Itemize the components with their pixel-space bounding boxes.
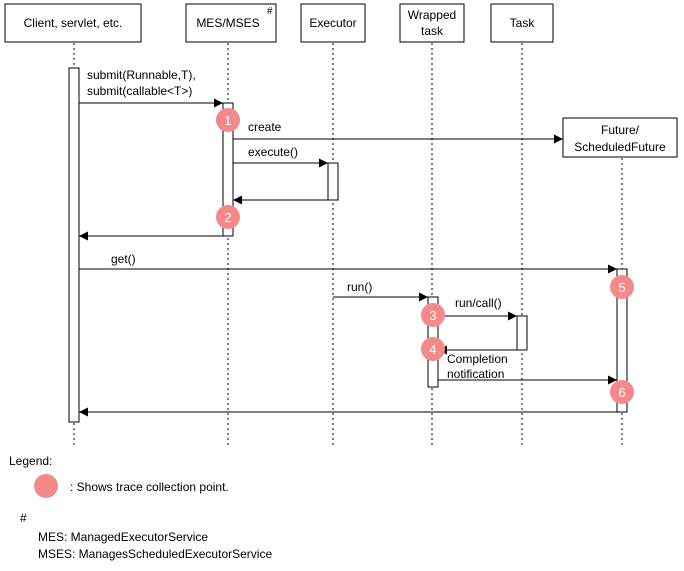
participant-executor-label: Executor bbox=[309, 16, 356, 30]
client-activation bbox=[68, 67, 80, 423]
task-activation bbox=[516, 315, 528, 351]
participant-mes-mark: # bbox=[267, 6, 273, 17]
trace-point-2: 2 bbox=[216, 205, 240, 229]
participant-mes-label: MES/MSES bbox=[196, 16, 259, 30]
submit-label-line2: submit(callable<T>) bbox=[87, 84, 192, 98]
legend-trace-point-icon bbox=[34, 474, 58, 498]
participant-task-label: Task bbox=[510, 16, 536, 30]
legend-note-mark: # bbox=[20, 511, 27, 525]
legend-title: Legend: bbox=[9, 454, 52, 468]
participant-wrapped-task-label-line2: task bbox=[421, 24, 444, 38]
participant-task: Task bbox=[490, 3, 554, 43]
legend-mes-note: MES: ManagedExecutorService bbox=[38, 530, 208, 544]
trace-point-5-label: 5 bbox=[618, 280, 625, 295]
trace-point-6-label: 6 bbox=[618, 385, 625, 400]
participant-future-label-line2: ScheduledFuture bbox=[574, 140, 666, 154]
trace-point-3: 3 bbox=[421, 303, 445, 327]
participant-future: Future/ ScheduledFuture bbox=[562, 117, 678, 158]
executor-activation bbox=[327, 162, 339, 201]
submit-label-line1: submit(Runnable,T), bbox=[87, 68, 196, 82]
participant-mes: MES/MSES # bbox=[185, 3, 277, 43]
participant-client: Client, servlet, etc. bbox=[4, 3, 142, 43]
participant-future-label-line1: Future/ bbox=[601, 123, 640, 137]
participant-client-label: Client, servlet, etc. bbox=[24, 16, 123, 30]
create-label: create bbox=[248, 120, 282, 134]
trace-point-1: 1 bbox=[216, 108, 240, 132]
completion-label-line1: Completion bbox=[447, 352, 508, 366]
get-label: get() bbox=[111, 252, 136, 266]
trace-point-4-label: 4 bbox=[429, 342, 436, 357]
trace-point-4: 4 bbox=[421, 337, 445, 361]
trace-point-2-label: 2 bbox=[224, 210, 231, 225]
trace-point-5: 5 bbox=[610, 275, 634, 299]
legend-trace-description: : Shows trace collection point. bbox=[70, 480, 229, 494]
trace-point-1-label: 1 bbox=[224, 113, 231, 128]
participant-wrapped-task: Wrapped task bbox=[399, 3, 465, 43]
participant-wrapped-task-label-line1: Wrapped bbox=[408, 8, 456, 22]
participant-executor: Executor bbox=[300, 3, 366, 43]
run-label: run() bbox=[347, 280, 372, 294]
completion-label-line2: notification bbox=[447, 367, 504, 381]
future-activation bbox=[616, 268, 628, 413]
mes-activation bbox=[222, 102, 234, 237]
run-call-label: run/call() bbox=[455, 296, 502, 310]
execute-label: execute() bbox=[248, 145, 298, 159]
trace-point-6: 6 bbox=[610, 380, 634, 404]
legend-mses-note: MSES: ManagesScheduledExecutorService bbox=[38, 547, 272, 561]
trace-point-3-label: 3 bbox=[429, 308, 436, 323]
legend: Legend: : Shows trace collection point. … bbox=[9, 454, 272, 561]
